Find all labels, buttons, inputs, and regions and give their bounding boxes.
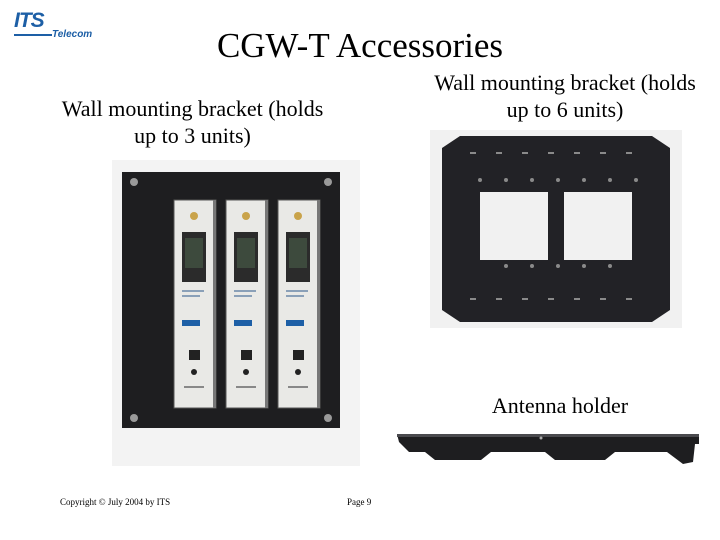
logo-main-text: ITS [14,9,45,32]
wall-bracket-6-units-photo [430,130,682,328]
antenna-holder-photo [395,428,701,470]
caption-large-bracket: Wall mounting bracket (holds up to 6 uni… [434,70,696,122]
gateway-unit [277,199,321,409]
antenna-holder-graphic [397,434,699,464]
wall-bracket-3-units-photo [112,160,360,466]
gateway-unit [173,199,217,409]
logo-sub-text: Telecom [52,29,93,40]
its-telecom-logo: ITS Telecom [14,9,94,41]
bracket-6-graphic [442,136,670,322]
caption-small-bracket: Wall mounting bracket (holds up to 3 uni… [61,96,324,148]
caption-antenna-holder: Antenna holder [491,393,629,418]
footer-copyright: Copyright © July 2004 by ITS [60,497,171,507]
logo-bar [14,34,52,36]
gateway-unit [225,199,269,409]
bracket-3-graphic [122,172,340,428]
slide-title: CGW-T Accessories [216,26,504,65]
footer-page-number: Page 9 [347,497,372,507]
